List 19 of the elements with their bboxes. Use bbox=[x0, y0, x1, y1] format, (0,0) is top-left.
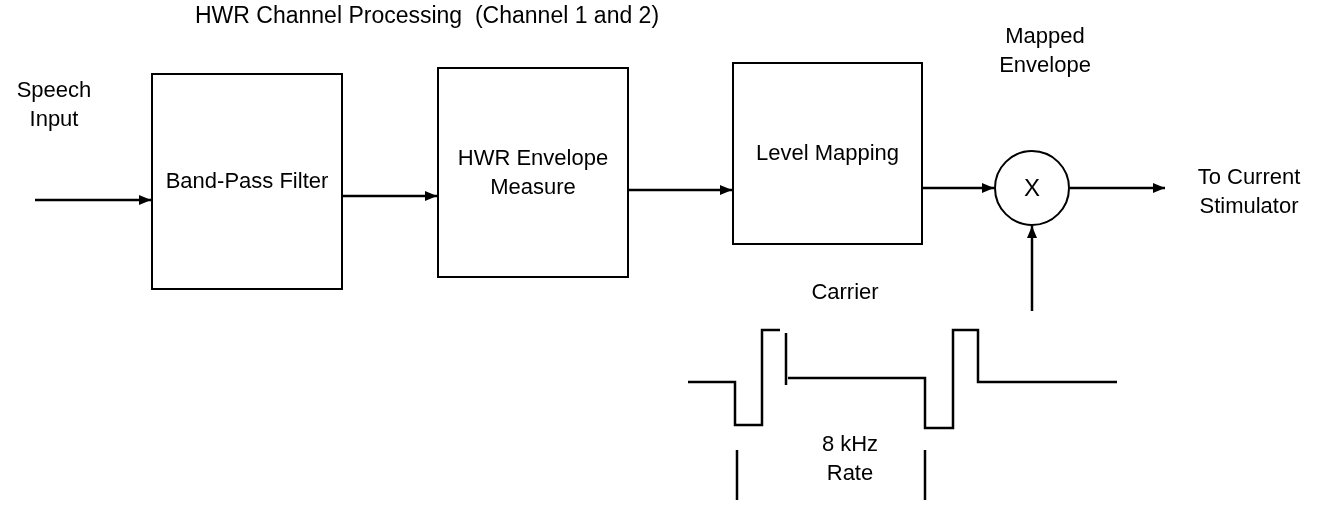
arrow bbox=[629, 185, 732, 195]
arrow bbox=[1070, 183, 1165, 193]
text-label: Carrier bbox=[810, 278, 880, 306]
text-label: Speech Input bbox=[15, 76, 93, 133]
arrow bbox=[35, 195, 151, 205]
process-box bbox=[151, 73, 343, 290]
process-box bbox=[732, 62, 923, 245]
process-box bbox=[437, 67, 629, 278]
diagram-title: HWR Channel Processing (Channel 1 and 2) bbox=[195, 2, 660, 29]
text-label: Mapped Envelope bbox=[998, 22, 1092, 79]
arrow bbox=[1027, 226, 1037, 311]
arrow bbox=[343, 191, 437, 201]
block-label: Level Mapping bbox=[755, 139, 900, 168]
block-label: Band-Pass Filter bbox=[165, 167, 329, 196]
block-label: HWR Envelope Measure bbox=[456, 143, 610, 201]
arrow bbox=[923, 183, 994, 193]
text-label: 8 kHz Rate bbox=[820, 430, 880, 487]
block-label: To Current Stimulator bbox=[1196, 163, 1302, 220]
multiply-symbol: X bbox=[1024, 173, 1040, 204]
